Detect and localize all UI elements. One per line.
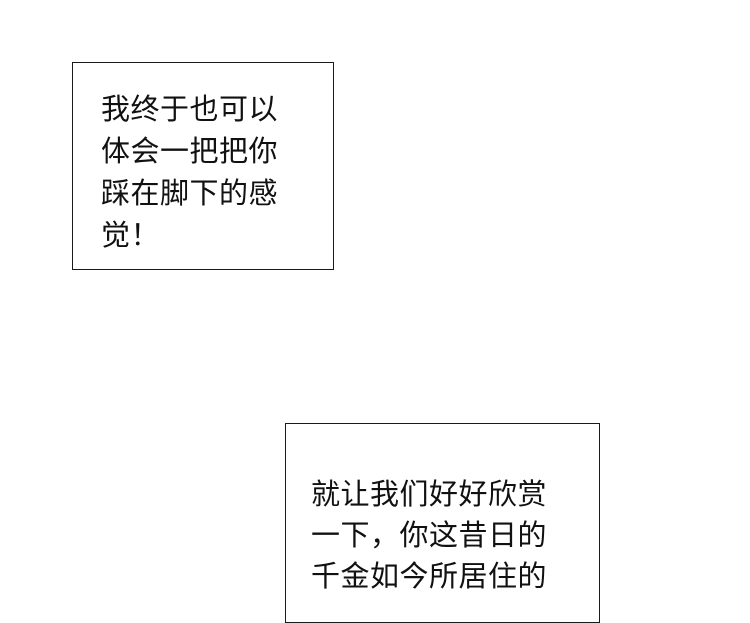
caption-line: 我终于也可以	[101, 92, 279, 126]
caption-line: 体会一把把你	[101, 134, 279, 168]
caption-box-top-left: 我终于也可以 体会一把把你 踩在脚下的感 觉！	[72, 62, 334, 270]
caption-line: 就让我们好好欣赏	[311, 477, 548, 511]
caption-line: 一下，你这昔日的	[311, 518, 548, 552]
caption-line: 踩在脚下的感	[101, 176, 279, 210]
caption-box-bottom-right: 就让我们好好欣赏 一下，你这昔日的 千金如今所居住的	[285, 423, 600, 623]
caption-line: 觉！	[101, 218, 161, 252]
caption-line: 千金如今所居住的	[311, 559, 548, 593]
